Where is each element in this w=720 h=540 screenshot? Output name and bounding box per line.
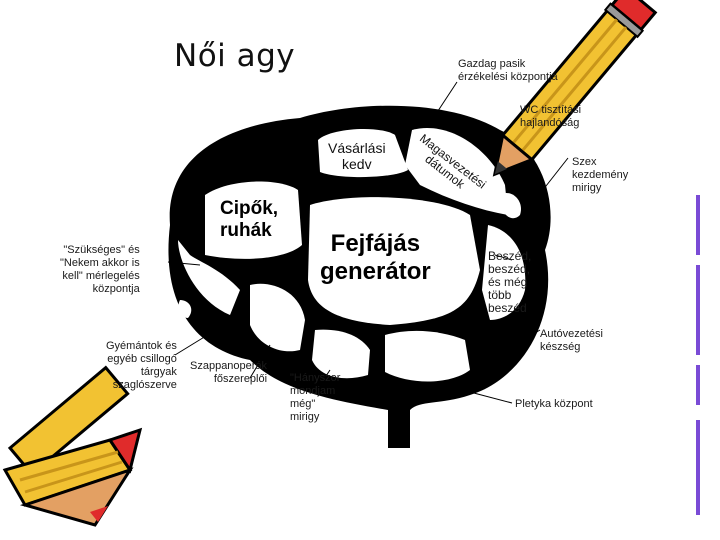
region-shopping-label: Vásárlási kedv	[328, 140, 386, 172]
label-wc: WC tisztítási hajlandóság	[520, 104, 582, 129]
region-small-left	[203, 283, 224, 302]
label-gyemantok: Gyémántok és egyéb csillogó tárgyak szag…	[106, 340, 177, 391]
label-beszed: Beszéd, beszéd, és még több beszéd	[488, 249, 532, 315]
region-headache-label: Fejfájás generátor	[320, 230, 431, 285]
label-gazdag: Gazdag pasik érzékelési központja	[458, 58, 558, 83]
region-lower-center	[312, 329, 370, 379]
region-headache	[308, 197, 480, 325]
pencil-top-right	[492, 0, 658, 177]
label-szukseges: "Szükséges" és "Nekem akkor is kell" mér…	[60, 244, 140, 295]
pencil-bottom-left-body	[2, 427, 143, 527]
label-autovezetesi: Autóvezetési készség	[540, 328, 603, 353]
region-left-small2	[178, 300, 192, 318]
region-shoes	[205, 181, 302, 259]
region-shoes-label: Cipők, ruhák	[220, 198, 279, 241]
region-lower-right	[385, 330, 470, 382]
region-top-right	[405, 128, 508, 215]
label-szex: Szex kezdemény mirigy	[572, 156, 629, 194]
label-hanyszor: "Hányszor mondjam még" mirigy	[290, 372, 341, 423]
brain-compartments	[178, 128, 526, 382]
label-pletyka: Pletyka központ	[515, 398, 593, 410]
region-speech	[482, 225, 526, 320]
region-shopping	[318, 128, 408, 178]
pencil-bottom-left	[7, 365, 130, 477]
region-left-lobe	[178, 240, 240, 315]
label-szappan: Szappanoperák főszereplői	[190, 360, 268, 385]
region-lower-mid	[250, 283, 305, 352]
diagram-title: Női agy	[174, 38, 296, 74]
region-small-right	[499, 192, 521, 219]
